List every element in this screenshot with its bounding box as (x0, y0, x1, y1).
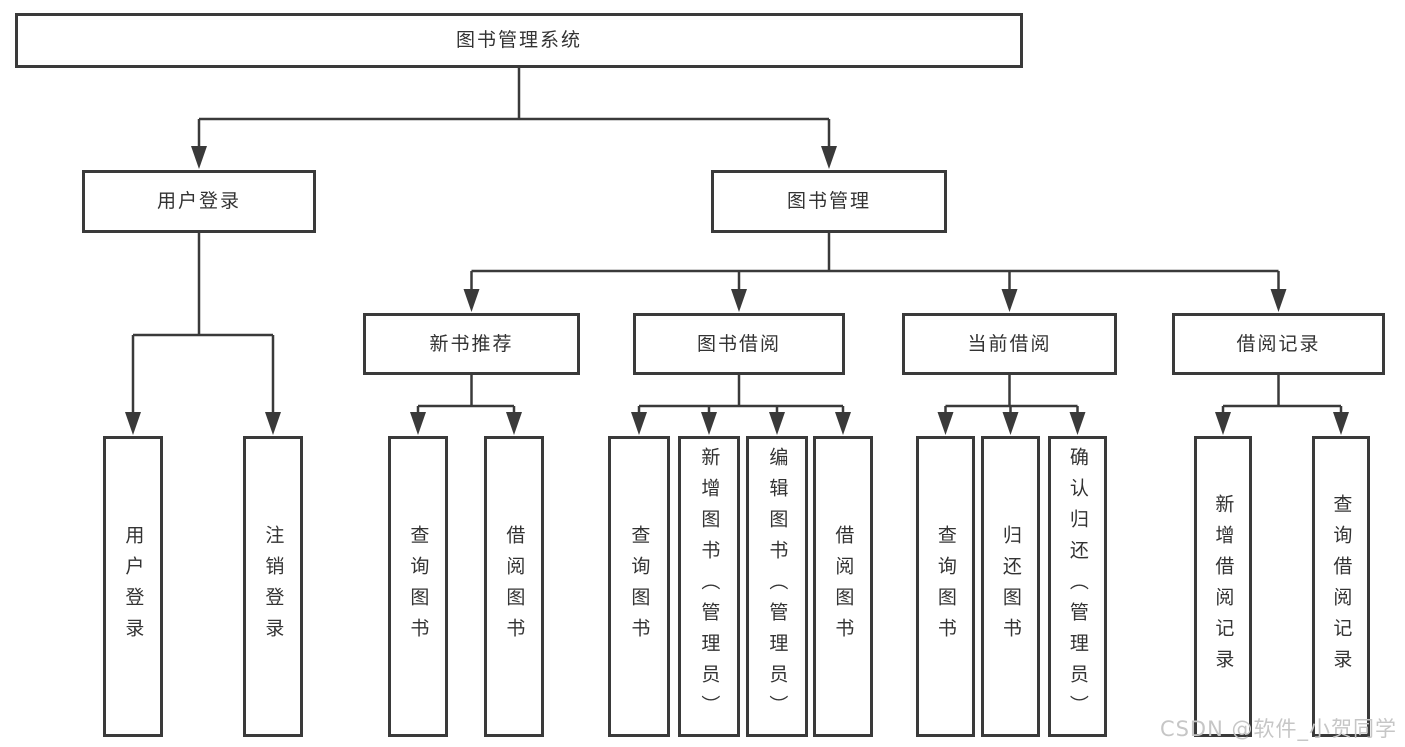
arrowhead-icon (769, 412, 785, 435)
node-user-login: 用户登录 (82, 170, 316, 233)
node-label-leaf-user-login: 用户登录 (122, 524, 145, 649)
node-label-leaf-query-book-3: 查询图书 (934, 524, 957, 649)
node-leaf-borrow-book-1: 借阅图书 (484, 436, 544, 737)
node-label-leaf-query-book-1: 查询图书 (407, 524, 430, 649)
node-label-leaf-query-book-2: 查询图书 (628, 524, 651, 649)
node-label-leaf-add-record: 新增借阅记录 (1212, 493, 1235, 680)
node-label-borrow-records: 借阅记录 (1236, 332, 1321, 355)
node-leaf-user-login: 用户登录 (103, 436, 163, 737)
node-leaf-query-book-2: 查询图书 (608, 436, 670, 737)
node-leaf-borrow-book-2: 借阅图书 (813, 436, 873, 737)
node-label-new-book-rec: 新书推荐 (429, 332, 514, 355)
node-leaf-query-book-1: 查询图书 (388, 436, 448, 737)
node-book-borrow: 图书借阅 (633, 313, 845, 375)
node-root: 图书管理系统 (15, 13, 1023, 68)
node-label-root: 图书管理系统 (455, 29, 582, 52)
arrowhead-icon (731, 289, 747, 312)
node-leaf-logout: 注销登录 (243, 436, 303, 737)
node-borrow-records: 借阅记录 (1172, 313, 1385, 375)
node-leaf-edit-book: 编辑图书（管理员） (746, 436, 808, 737)
arrowhead-icon (1215, 412, 1231, 435)
arrowhead-icon (191, 146, 207, 169)
arrowhead-icon (410, 412, 426, 435)
arrowhead-icon (835, 412, 851, 435)
arrowhead-icon (1270, 289, 1287, 312)
node-label-current-borrow: 当前借阅 (967, 332, 1052, 355)
arrowhead-icon (631, 412, 647, 435)
node-label-leaf-borrow-book-1: 借阅图书 (503, 524, 526, 649)
csdn-watermark: CSDN @软件_小贺同学 (1159, 717, 1397, 741)
node-label-leaf-add-book: 新增图书（管理员） (698, 447, 721, 726)
arrowhead-icon (1333, 412, 1349, 435)
arrowhead-icon (1069, 412, 1086, 435)
arrowhead-icon (463, 289, 480, 312)
arrowhead-icon (265, 412, 281, 435)
node-leaf-add-book: 新增图书（管理员） (678, 436, 740, 737)
arrowhead-icon (1002, 412, 1019, 435)
node-label-book-borrow: 图书借阅 (696, 332, 781, 355)
node-new-book-rec: 新书推荐 (363, 313, 580, 375)
arrowhead-icon (125, 412, 141, 435)
node-label-leaf-edit-book: 编辑图书（管理员） (766, 447, 789, 726)
arrowhead-icon (506, 412, 522, 435)
node-label-leaf-return-book: 归还图书 (999, 524, 1022, 649)
node-leaf-confirm-return: 确认归还（管理员） (1048, 436, 1107, 737)
node-label-leaf-borrow-book-2: 借阅图书 (832, 524, 855, 649)
node-current-borrow: 当前借阅 (902, 313, 1117, 375)
node-leaf-query-book-3: 查询图书 (916, 436, 975, 737)
node-label-user-login: 用户登录 (156, 190, 241, 213)
node-label-leaf-query-record: 查询借阅记录 (1330, 493, 1353, 680)
node-leaf-add-record: 新增借阅记录 (1194, 436, 1252, 737)
arrowhead-icon (701, 412, 717, 435)
node-leaf-return-book: 归还图书 (981, 436, 1040, 737)
node-book-mgmt: 图书管理 (711, 170, 947, 233)
arrowhead-icon (821, 146, 837, 169)
arrowhead-icon (937, 412, 954, 435)
node-label-leaf-logout: 注销登录 (262, 524, 285, 649)
node-label-leaf-confirm-return: 确认归还（管理员） (1066, 447, 1089, 726)
arrowhead-icon (1001, 289, 1018, 312)
node-leaf-query-record: 查询借阅记录 (1312, 436, 1370, 737)
node-label-book-mgmt: 图书管理 (786, 190, 871, 213)
